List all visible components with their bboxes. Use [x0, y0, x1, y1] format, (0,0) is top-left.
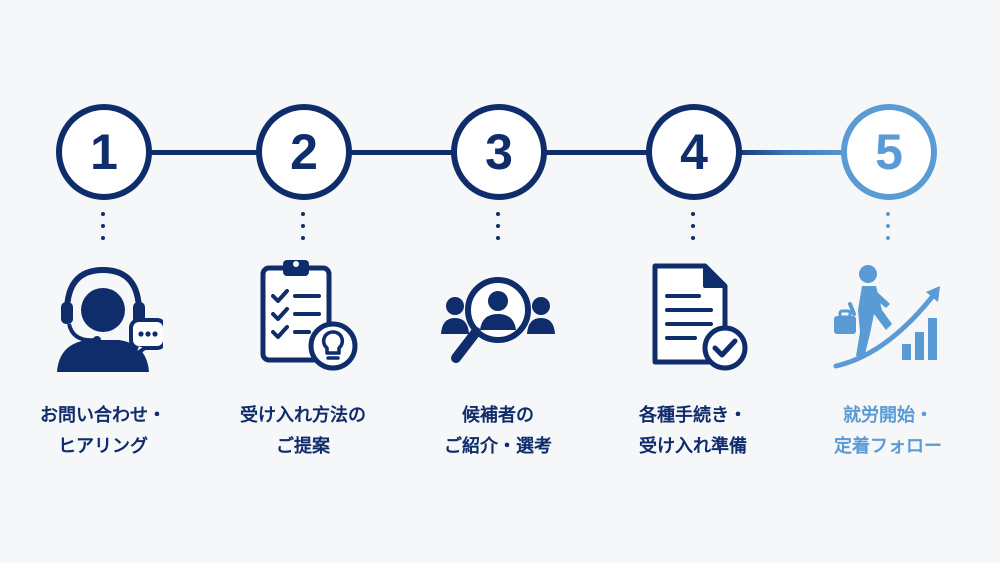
connector-2-3	[340, 150, 465, 155]
dotted-connector	[691, 212, 695, 252]
step-label-line2: ご提案	[276, 436, 330, 457]
step-label-line1: 就労開始・	[843, 405, 933, 426]
step-label-line1: 候補者の	[462, 405, 534, 426]
step-label-line2: 定着フォロー	[834, 436, 942, 457]
step-number-circle: 4	[646, 104, 742, 200]
step-label-line2: ヒアリング	[58, 436, 148, 457]
document-check-icon	[652, 263, 748, 371]
clipboard-lightbulb-icon	[260, 260, 358, 371]
step-label-line2: 受け入れ準備	[639, 436, 747, 457]
connector-1-2	[145, 150, 270, 155]
step-number-circle: 1	[56, 104, 152, 200]
step-label-line1: 受け入れ方法の	[240, 405, 366, 426]
step-number-circle: 3	[451, 104, 547, 200]
step-label-line1: 各種手続き・	[639, 405, 747, 426]
step-number-circle: 2	[256, 104, 352, 200]
connector-4-5	[730, 150, 855, 155]
connector-3-4	[535, 150, 660, 155]
dotted-connector	[496, 212, 500, 252]
step-label-line2: ご紹介・選考	[444, 436, 552, 457]
headset-operator-icon	[57, 266, 163, 372]
person-growth-chart-icon	[833, 265, 940, 369]
step-label: 受け入れ方法の ご提案	[223, 400, 383, 462]
step-number-circle: 5	[841, 104, 937, 200]
step-label: 各種手続き・ 受け入れ準備	[613, 400, 773, 462]
magnifier-people-icon	[441, 277, 555, 363]
dotted-connector	[886, 212, 890, 252]
step-label-line1: お問い合わせ・	[40, 405, 166, 426]
step-label: 就労開始・ 定着フォロー	[808, 400, 968, 462]
step-label: お問い合わせ・ ヒアリング	[23, 400, 183, 462]
dotted-connector	[101, 212, 105, 252]
dotted-connector	[301, 212, 305, 252]
step-label: 候補者の ご紹介・選考	[418, 400, 578, 462]
